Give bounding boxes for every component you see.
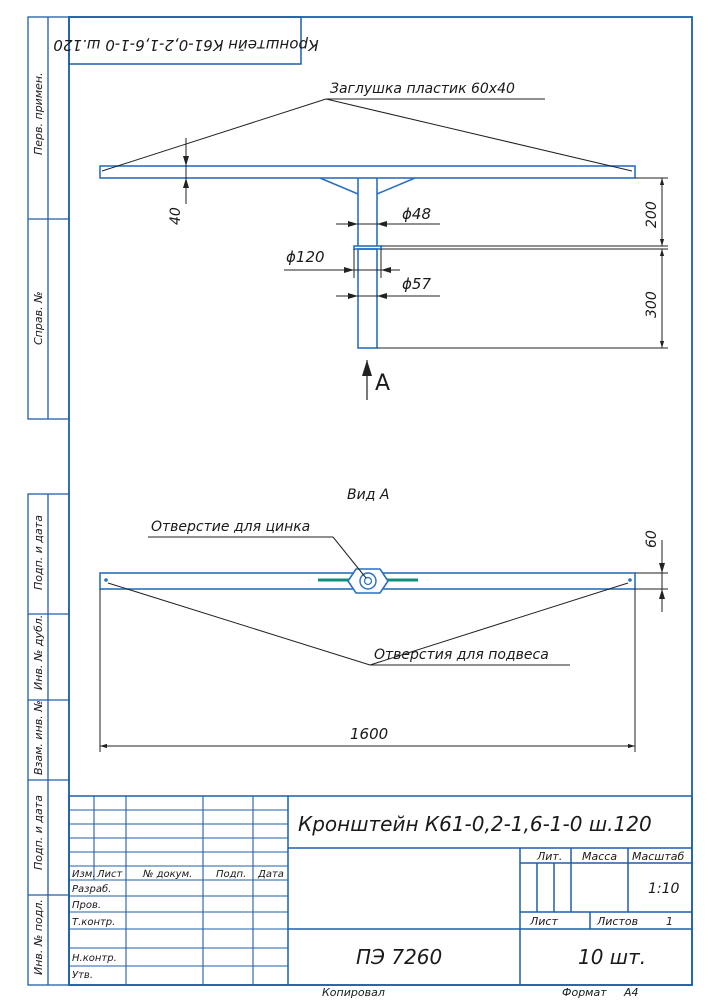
dim-d57-arrow-right bbox=[377, 293, 387, 299]
strip-label-inv-dubl: Инв. № дубл. bbox=[32, 615, 45, 690]
dim-d57-label: ϕ57 bbox=[402, 275, 431, 293]
tb-scale: 1:10 bbox=[648, 881, 680, 897]
dim-d120-arrow-left bbox=[344, 267, 354, 273]
zinc-hole-outer bbox=[359, 572, 377, 590]
dim-60-arrow-bottom bbox=[659, 589, 665, 599]
dim-d48-arrow-right bbox=[377, 221, 387, 227]
tb-role-razrab: Разраб. bbox=[72, 883, 111, 895]
hang-holes-label: Отверстия для подвеса bbox=[374, 647, 549, 663]
zinc-leader bbox=[332, 536, 367, 579]
dim-60-label: 60 bbox=[644, 530, 660, 548]
strip-label-inv-podl: Инв. № подл. bbox=[32, 899, 45, 975]
title-block-frame bbox=[68, 795, 693, 986]
dim-40-arrow-top bbox=[183, 156, 189, 166]
mirrored-title-box bbox=[68, 16, 302, 65]
plug-leader-left bbox=[101, 98, 327, 172]
tb-copied-label: Копировал bbox=[322, 986, 385, 999]
title-block-left-grid bbox=[69, 796, 288, 985]
plug-label: Заглушка пластик 60х40 bbox=[330, 81, 515, 97]
strip-label-podp-data-1: Подп. и дата bbox=[32, 515, 45, 590]
dim-300-label: 300 bbox=[644, 291, 660, 318]
tb-quantity: 10 шт. bbox=[578, 945, 646, 969]
hang-leader-right bbox=[369, 582, 629, 666]
dim-d48-arrow-left bbox=[348, 221, 358, 227]
tb-doc-code: ПЭ 7260 bbox=[356, 945, 442, 969]
tb-format-label: Формат bbox=[562, 986, 607, 999]
tb-role-utv: Утв. bbox=[72, 970, 93, 981]
tb-header-izm: Изм. bbox=[72, 869, 96, 880]
left-strip-top bbox=[27, 16, 70, 420]
hang-hole-right bbox=[628, 578, 632, 582]
dim-d48-label: ϕ48 bbox=[402, 205, 431, 223]
view-a-title: Вид А bbox=[347, 487, 389, 503]
tb-format-value: А4 bbox=[623, 986, 639, 999]
view-arrow-label: A bbox=[375, 371, 390, 396]
brace-left bbox=[319, 177, 359, 195]
tb-role-tkontr: Т.контр. bbox=[72, 917, 115, 928]
tb-header-massa: Масса bbox=[582, 850, 617, 863]
bracket-arm bbox=[99, 165, 636, 179]
tb-sheet-count: 1 bbox=[666, 915, 673, 928]
zinc-hole bbox=[363, 576, 373, 586]
tb-listov-label: Листов bbox=[596, 915, 638, 928]
tb-part-name: Кронштейн К61-0,2-1,6-1-0 ш.120 bbox=[298, 812, 652, 836]
hang-leader-left bbox=[107, 582, 371, 666]
tb-list-label: Лист bbox=[529, 915, 558, 928]
tb-role-prov: Пров. bbox=[72, 900, 101, 911]
dim-d120-arrow-right bbox=[381, 267, 391, 273]
tb-header-lit: Лит. bbox=[536, 850, 562, 863]
strip-label-podp-data-2: Подп. и дата bbox=[32, 795, 45, 870]
brace-right bbox=[376, 177, 416, 195]
strip-label-vzam-inv: Взам. инв. № bbox=[32, 700, 45, 775]
mirrored-title: Кронштейн К61-0,2-1,6-1-0 ш.120 bbox=[53, 36, 318, 54]
view-arrow-head bbox=[362, 360, 372, 376]
strip-label-sprav-no: Справ. № bbox=[32, 291, 45, 345]
lower-pipe bbox=[357, 248, 378, 349]
tb-header-masshtab: Масштаб bbox=[632, 850, 684, 863]
hang-hole-left bbox=[104, 578, 108, 582]
dim-200-label: 200 bbox=[644, 201, 660, 228]
left-strip-bottom bbox=[27, 493, 70, 986]
tb-role-nkontr: Н.контр. bbox=[72, 953, 117, 964]
dim-40-label: 40 bbox=[168, 207, 184, 225]
strip-label-perv-primen: Перв. примен. bbox=[32, 72, 45, 155]
dim-d57-arrow-left bbox=[348, 293, 358, 299]
tb-header-doc-no: № докум. bbox=[142, 869, 192, 880]
dim-40-arrow-bottom bbox=[183, 178, 189, 188]
tb-header-data: Дата bbox=[257, 869, 284, 880]
plug-leader-right bbox=[325, 98, 633, 172]
dim-60-arrow-top bbox=[659, 563, 665, 573]
zinc-hole-label: Отверстие для цинка bbox=[151, 519, 310, 535]
dim-1600-label: 1600 bbox=[350, 725, 388, 743]
tb-header-list: Лист bbox=[96, 869, 124, 880]
dim-d120-label: ϕ120 bbox=[286, 248, 325, 266]
tb-header-podp: Подп. bbox=[216, 869, 246, 880]
